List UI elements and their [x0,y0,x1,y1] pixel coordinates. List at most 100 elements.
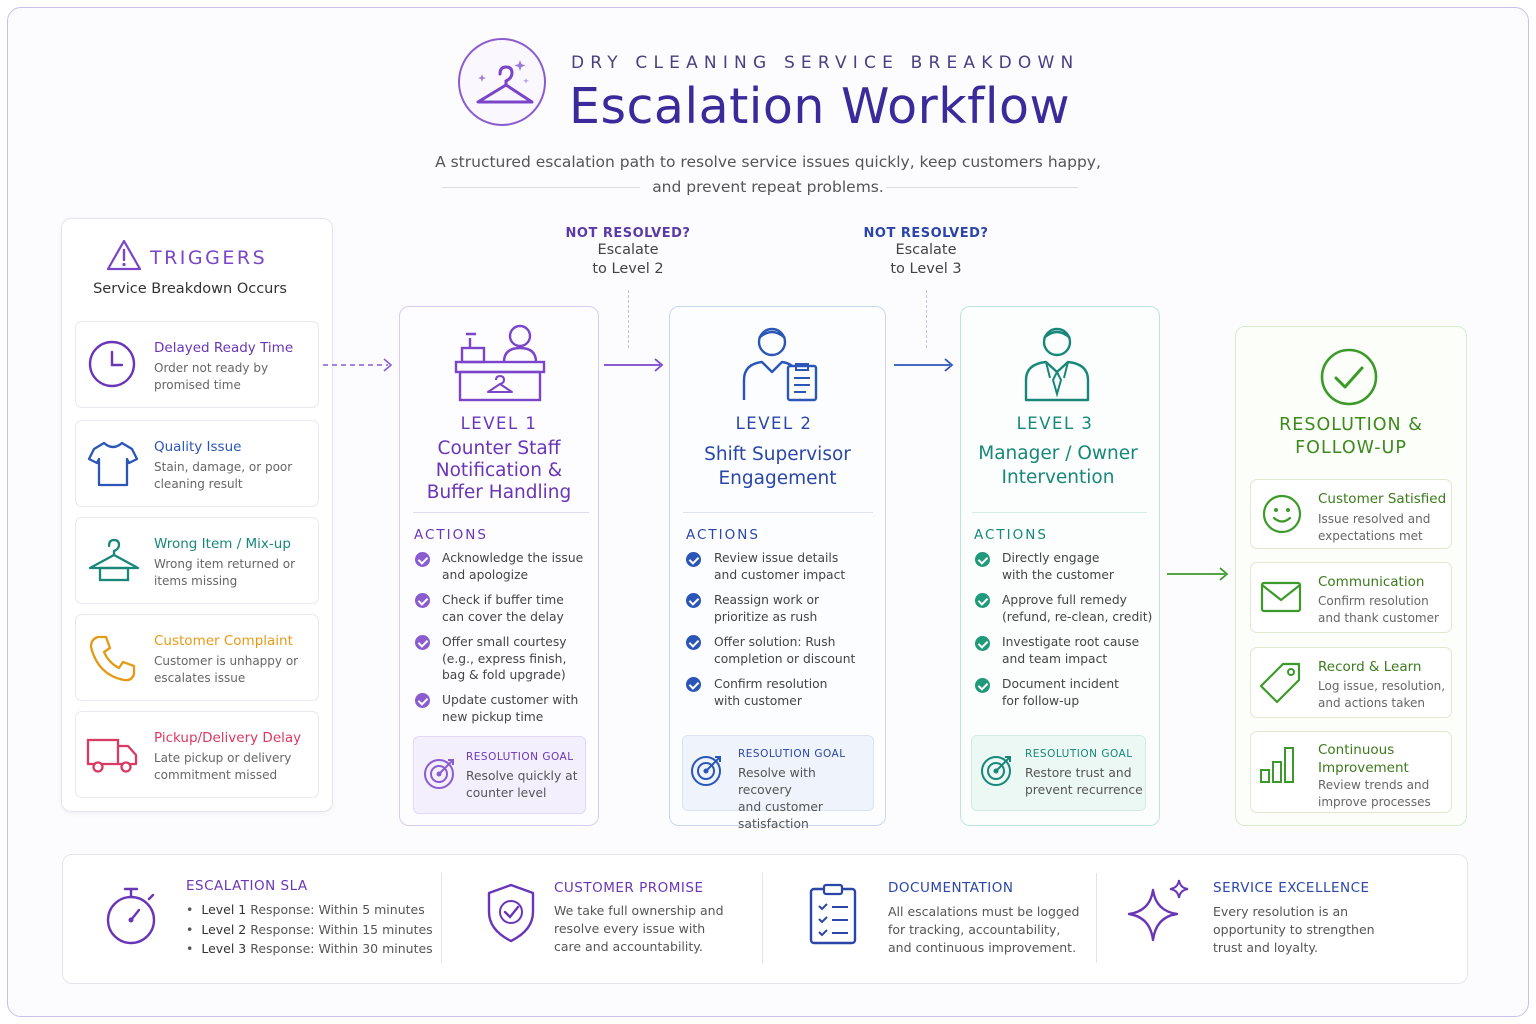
trigger-card: Pickup/Delivery Delay Late pickup or del… [75,711,319,798]
level-title-line: Intervention [1001,467,1115,488]
footer-separator [1096,873,1097,963]
footer-separator [441,873,442,963]
level3-actions-heading: ACTIONS [974,527,1048,543]
sla-item: • Level 1 Response: Within 5 minutes [186,902,425,917]
check-icon [415,635,430,650]
resolution-heading-line: RESOLUTION & [1279,415,1423,435]
goal-heading: RESOLUTION GOAL [1025,748,1133,760]
level1-label: LEVEL 1 [460,414,538,433]
trigger-title: Quality Issue [154,439,242,455]
hanger-logo-icon [458,38,546,126]
check-icon [975,552,990,567]
tag-icon [1259,662,1301,704]
documentation-heading: DOCUMENTATION [888,880,1014,896]
supervisor-icon [742,327,818,402]
level3-action: Approve full remedy(refund, re-clean, cr… [1002,593,1153,624]
smiley-icon [1262,494,1302,534]
check-icon [975,678,990,693]
check-icon [415,552,430,567]
sparkle-icon [1127,879,1189,942]
trigger-title: Wrong Item / Mix-up [154,536,291,552]
goal-heading: RESOLUTION GOAL [466,751,574,763]
clock-icon [88,340,136,388]
check-icon [686,677,701,692]
target-icon [691,756,721,786]
resolution-card-title: Communication [1318,574,1425,590]
level-title-line: Counter Staff [437,438,561,459]
promise-heading: CUSTOMER PROMISE [554,880,704,896]
check-icon [975,636,990,651]
arrow-to-level3 [894,358,954,372]
sla-item: • Level 3 Response: Within 30 minutes [186,941,433,956]
sla-heading: ESCALATION SLA [186,878,308,894]
trigger-desc: Customer is unhappy or escalates issue [154,654,299,685]
target-icon [981,756,1011,786]
trigger-card: Customer Complaint Customer is unhappy o… [75,614,319,701]
manager-icon [1024,327,1090,402]
warning-icon [106,238,142,276]
level2-title: Shift Supervisor Engagement [669,443,886,491]
level1-actions-heading: ACTIONS [414,527,488,543]
arrow-to-resolution [1167,567,1229,581]
escalation-note-2: NOT RESOLVED? Escalate to Level 3 [846,226,1006,279]
escalation-note-1: NOT RESOLVED? Escalate to Level 2 [548,226,708,279]
trigger-card: Delayed Ready Time Order not ready by pr… [75,321,319,408]
page-kicker: DRY CLEANING SERVICE BREAKDOWN [571,53,1080,73]
divider-right [886,187,1078,188]
bar-chart-icon [1260,747,1294,783]
level1-title: Counter Staff Notification & Buffer Hand… [399,438,599,504]
level3-divider [972,512,1147,513]
trigger-desc: Late pickup or delivery commitment misse… [154,751,292,782]
shield-check-icon [487,883,535,943]
resolution-card-title: Record & Learn [1318,659,1422,675]
resolution-card-desc: Log issue, resolution,and actions taken [1318,679,1446,710]
check-circle-icon [1320,348,1378,406]
resolution-heading-line: FOLLOW-UP [1295,438,1407,458]
trigger-title: Delayed Ready Time [154,340,294,356]
level3-title: Manager / Owner Intervention [960,442,1156,490]
hanger-icon [88,538,140,582]
target-icon [424,759,454,789]
counter-staff-icon [454,324,546,402]
check-icon [975,593,990,608]
check-icon [686,593,701,608]
level-title-line: Engagement [718,468,837,489]
resolution-card: Record & Learn Log issue, resolution,and… [1250,647,1452,718]
escalation-note-line: Escalate [597,242,659,258]
trigger-desc: Order not ready by promised time [154,361,269,392]
subtitle-line-1: A structured escalation path to resolve … [435,153,1101,171]
page-subtitle: A structured escalation path to resolve … [430,150,1106,200]
level2-actions-heading: ACTIONS [686,527,760,543]
trigger-title: Customer Complaint [154,633,293,649]
level1-divider [413,512,589,513]
connector-line-2 [926,290,927,348]
envelope-icon [1260,581,1302,613]
triggers-subheading: Service Breakdown Occurs [93,281,287,297]
goal-heading: RESOLUTION GOAL [738,748,846,760]
divider-left [442,187,640,188]
check-icon [415,593,430,608]
stopwatch-icon [106,887,156,945]
check-icon [686,635,701,650]
shirt-icon [87,441,139,487]
level3-label: LEVEL 3 [1016,414,1094,433]
escalation-note-line: to Level 3 [890,261,962,277]
truck-icon [86,738,138,773]
